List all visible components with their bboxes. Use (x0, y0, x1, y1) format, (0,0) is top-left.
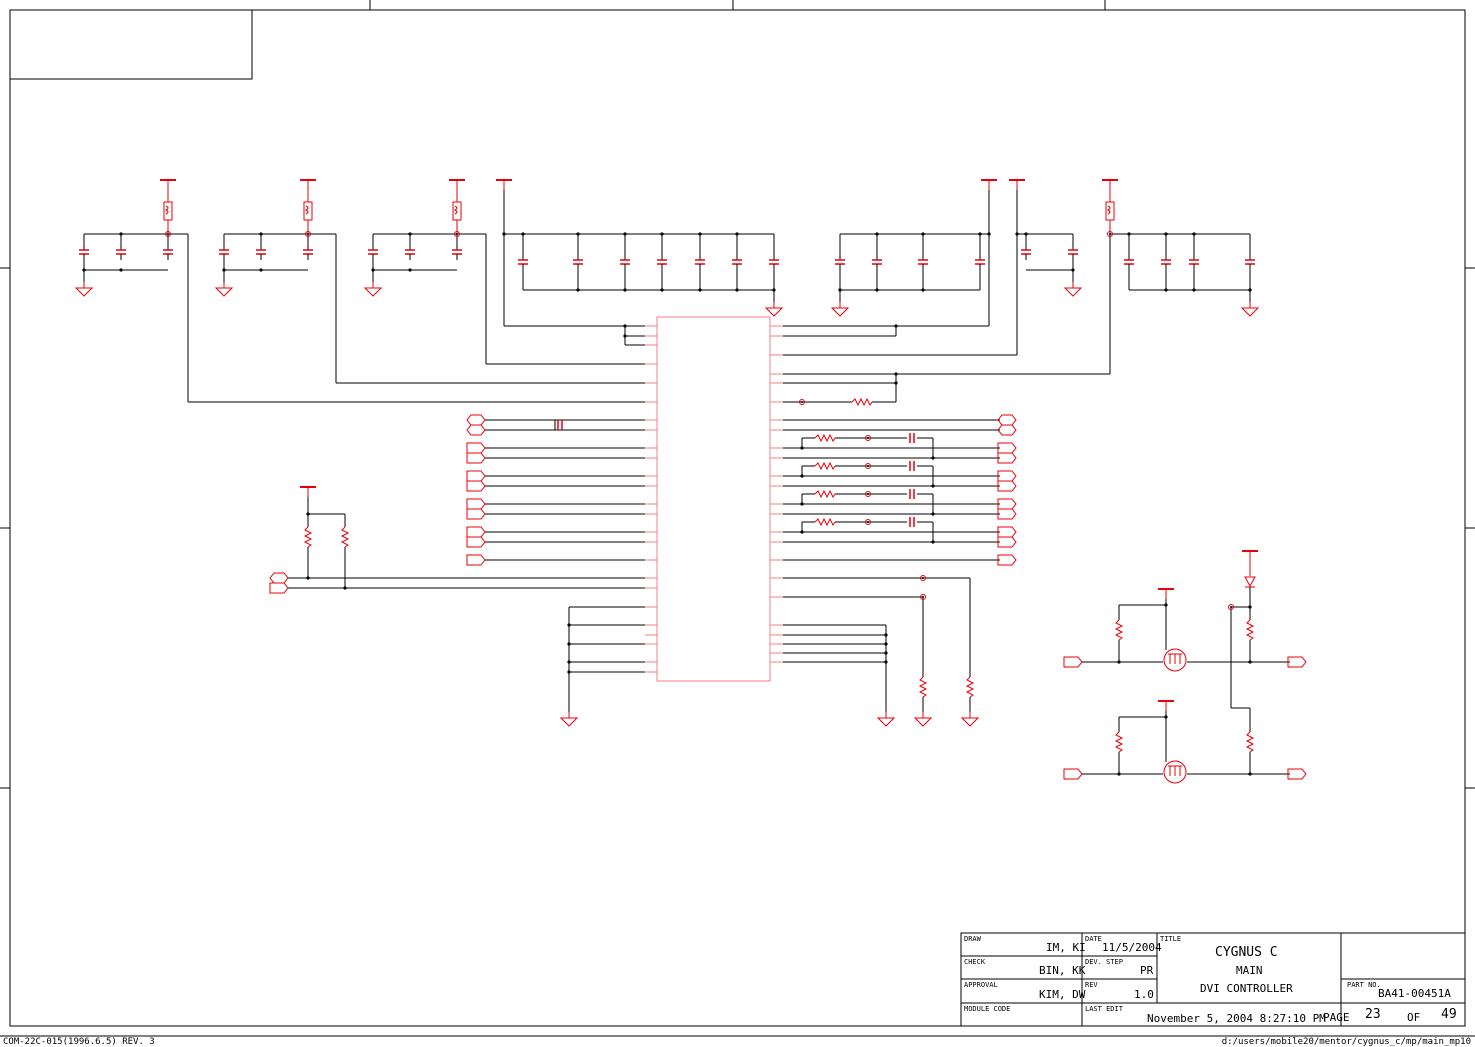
title-line-3: DVI CONTROLLER (1200, 982, 1293, 995)
draw-label: DRAW (964, 935, 981, 943)
approval-value: KIM, DW (1039, 988, 1086, 1001)
supply-group-right-b (783, 179, 1259, 375)
title-line-2: MAIN (1236, 964, 1263, 977)
form-code: COM-22C-015(1996.6.5) REV. 3 (3, 1037, 155, 1047)
rev-label: REV (1085, 981, 1098, 989)
left-port-pairs (466, 414, 645, 566)
ic-pins (645, 325, 783, 673)
file-path: d:/users/mobile20/mentor/cygnus_c/mp/mai… (1221, 1037, 1471, 1047)
approval-label: APPROVAL (964, 981, 998, 989)
level-shifter-2 (1063, 700, 1307, 784)
of-label: OF (1407, 1011, 1421, 1024)
last-edit-label: LAST EDIT (1085, 1005, 1123, 1013)
supply-group-1 (75, 179, 645, 403)
decoupling-bank-left (495, 179, 783, 346)
check-label: CHECK (964, 958, 986, 966)
level-shifter-1 (1063, 550, 1307, 708)
right-port-pairs (783, 414, 1017, 566)
part-no-value: BA41-00451A (1378, 987, 1451, 1000)
ground-bus-right (783, 575, 979, 727)
last-edit-value: November 5, 2004 8:27:10 PM (1147, 1012, 1326, 1025)
dev-step-label: DEV. STEP (1085, 958, 1123, 966)
decoupling-bank-right (783, 179, 998, 337)
mosfet-q2 (1163, 760, 1187, 784)
title-label: TITLE (1160, 935, 1182, 943)
title-line-1: CYGNUS C (1215, 945, 1278, 960)
dev-step-value: PR (1140, 964, 1154, 977)
sheet-border (9, 9, 1466, 1027)
revision-box (9, 9, 253, 80)
draw-value: IM, KI (1046, 941, 1086, 954)
pullup-group (269, 486, 645, 594)
supply-group-right-a (783, 179, 1082, 356)
date-label: DATE (1085, 935, 1102, 943)
rev-value: 1.0 (1134, 988, 1154, 1001)
ground-bus-left (560, 606, 645, 727)
mosfet-q1 (1163, 648, 1187, 672)
part-no-label: PART NO. (1347, 981, 1381, 989)
total-pages: 49 (1441, 1007, 1457, 1022)
page-value: 23 (1365, 1007, 1381, 1022)
title-block-frame (960, 932, 1466, 1027)
check-value: BIN, KK (1039, 964, 1086, 977)
supply-group-2 (215, 179, 645, 384)
date-value: 11/5/2004 (1102, 941, 1162, 954)
page-label: PAGE (1323, 1011, 1350, 1024)
module-code-label: MODULE CODE (964, 1005, 1011, 1013)
supply-group-3 (364, 179, 645, 365)
dvi-controller-ic (656, 316, 771, 682)
